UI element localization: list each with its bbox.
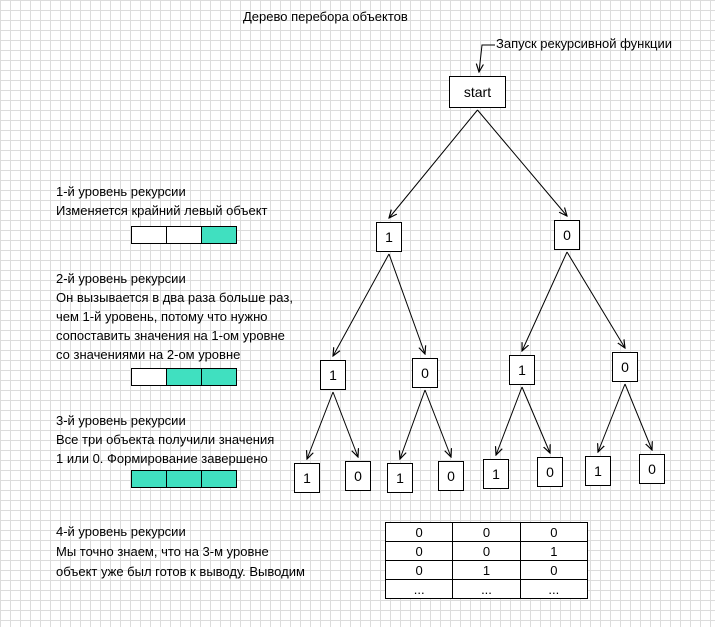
state-cell xyxy=(166,226,202,244)
tree-node-l3-c: 1 xyxy=(387,463,413,493)
level3-heading: 3-й уровень рекурсии xyxy=(56,413,186,428)
table-cell: 0 xyxy=(519,560,589,580)
level3-state-bar xyxy=(131,470,237,488)
node-value: 0 xyxy=(421,365,429,381)
state-cell xyxy=(166,470,202,488)
node-value: 1 xyxy=(594,463,602,479)
tree-node-l3-a: 1 xyxy=(294,463,320,493)
tree-edge xyxy=(400,389,426,459)
root-label: start xyxy=(463,84,492,100)
level4-heading: 4-й уровень рекурсии xyxy=(56,524,186,539)
tree-node-l2-c: 1 xyxy=(509,355,535,385)
node-value: 1 xyxy=(518,362,526,378)
node-value: 1 xyxy=(303,470,311,486)
state-cell xyxy=(166,368,202,386)
node-value: 0 xyxy=(447,468,455,484)
table-row: ... ... ... xyxy=(384,579,589,599)
state-cell xyxy=(201,368,237,386)
tree-edge xyxy=(496,386,523,455)
node-value: 0 xyxy=(563,227,571,243)
tree-node-l3-g: 1 xyxy=(585,456,611,486)
tree-node-l2-b: 0 xyxy=(412,358,438,388)
level2-line: Он вызывается в два раза больше раз, xyxy=(56,290,293,305)
table-row: 0 1 0 xyxy=(384,560,589,580)
table-cell: 0 xyxy=(452,541,521,561)
tree-node-l2-a: 1 xyxy=(320,360,346,390)
table-cell: 0 xyxy=(384,560,454,580)
tree-edge xyxy=(424,389,451,457)
level2-state-bar xyxy=(131,368,237,386)
tree-node-l3-d: 0 xyxy=(438,461,464,491)
table-cell: 0 xyxy=(384,541,454,561)
state-cell xyxy=(131,470,167,488)
tree-edge xyxy=(307,391,334,459)
tree-node-l3-h: 0 xyxy=(639,454,665,484)
tree-edge xyxy=(521,386,550,453)
tree-node-l2-d: 0 xyxy=(612,352,638,382)
table-cell: ... xyxy=(384,579,454,599)
output-table: 0 0 0 0 0 1 0 1 0 ... ... ... xyxy=(384,522,589,599)
state-cell xyxy=(201,470,237,488)
state-cell xyxy=(201,226,237,244)
tree-edge xyxy=(598,383,626,452)
table-cell: 1 xyxy=(519,541,589,561)
level3-line: 1 или 0. Формирование завершено xyxy=(56,451,268,466)
table-cell: 1 xyxy=(452,560,521,580)
tree-edge xyxy=(624,383,652,450)
level3-line: Все три объекта получили значения xyxy=(56,432,275,447)
level4-line: объект уже был готов к выводу. Выводим xyxy=(56,564,305,579)
level2-heading: 2-й уровень рекурсии xyxy=(56,271,186,286)
tree-node-l1-b: 0 xyxy=(554,220,580,250)
tree-node-l1-a: 1 xyxy=(376,222,402,252)
table-cell: 0 xyxy=(452,522,521,542)
state-cell xyxy=(131,368,167,386)
level4-line: Мы точно знаем, что на 3-м уровне xyxy=(56,544,269,559)
node-value: 0 xyxy=(354,468,362,484)
tree-node-l3-f: 0 xyxy=(537,457,563,487)
tree-edge xyxy=(389,109,478,218)
level1-line: Изменяется крайний левый объект xyxy=(56,203,268,218)
node-value: 1 xyxy=(385,229,393,245)
tree-node-l3-b: 0 xyxy=(345,461,371,491)
tree-edge xyxy=(566,251,625,348)
node-value: 0 xyxy=(648,461,656,477)
node-value: 1 xyxy=(492,466,500,482)
level2-line: чем 1-й уровень, потому что нужно xyxy=(56,309,268,324)
table-cell: 0 xyxy=(519,522,589,542)
tree-edge xyxy=(477,109,568,216)
state-cell xyxy=(131,226,167,244)
tree-edge xyxy=(332,391,358,457)
node-value: 1 xyxy=(396,470,404,486)
launch-label: Запуск рекурсивной функции xyxy=(496,36,672,51)
level1-state-bar xyxy=(131,226,237,244)
level2-line: сопоставить значения на 1-ом уровне xyxy=(56,328,285,343)
table-cell: ... xyxy=(519,579,589,599)
tree-edge xyxy=(333,253,390,356)
table-cell: ... xyxy=(452,579,521,599)
level1-heading: 1-й уровень рекурсии xyxy=(56,184,186,199)
launch-arrow xyxy=(479,44,495,72)
level2-line: со значениями на 2-ом уровне xyxy=(56,347,241,362)
root-node: start xyxy=(449,76,506,108)
tree-edge xyxy=(388,253,425,354)
node-value: 1 xyxy=(329,367,337,383)
node-value: 0 xyxy=(621,359,629,375)
diagram-title: Дерево перебора объектов xyxy=(243,9,408,24)
node-value: 0 xyxy=(546,464,554,480)
table-cell: 0 xyxy=(384,522,454,542)
table-row: 0 0 0 xyxy=(384,522,589,542)
tree-node-l3-e: 1 xyxy=(483,459,509,489)
tree-edge xyxy=(522,251,568,351)
table-row: 0 0 1 xyxy=(384,541,589,561)
